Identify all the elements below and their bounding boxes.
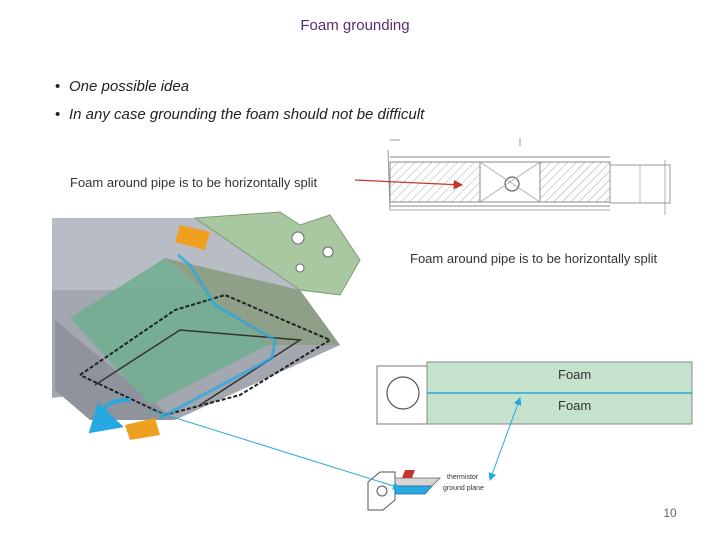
bullet-item: •In any case grounding the foam should n…	[55, 106, 425, 123]
foam-top-label: Foam	[558, 367, 592, 382]
figure-label-right: Foam around pipe is to be horizontally s…	[410, 251, 658, 266]
bullet-item: •One possible idea	[55, 78, 190, 95]
red-arrow	[354, 179, 464, 190]
detector-assembly-render	[52, 211, 361, 440]
bullet-list: •One possible idea •In any case groundin…	[55, 77, 424, 133]
bullet-dot-icon: •	[55, 78, 61, 95]
foam-diagram	[376, 361, 693, 425]
pointer-line	[149, 409, 401, 490]
thermistor-sketch	[367, 470, 441, 511]
thermistor-label: thermistor	[447, 474, 479, 481]
cross-section-drawing	[385, 133, 685, 218]
ground-plane-label: ground plane	[443, 485, 484, 492]
slide-title: Foam grounding	[300, 17, 410, 34]
figure-label-left: Foam around pipe is to be horizontally s…	[70, 175, 318, 190]
bullet-dot-icon: •	[55, 106, 61, 123]
pointer-line	[488, 397, 522, 481]
foam-bottom-label: Foam	[558, 398, 592, 413]
page-number: 10	[663, 506, 677, 520]
